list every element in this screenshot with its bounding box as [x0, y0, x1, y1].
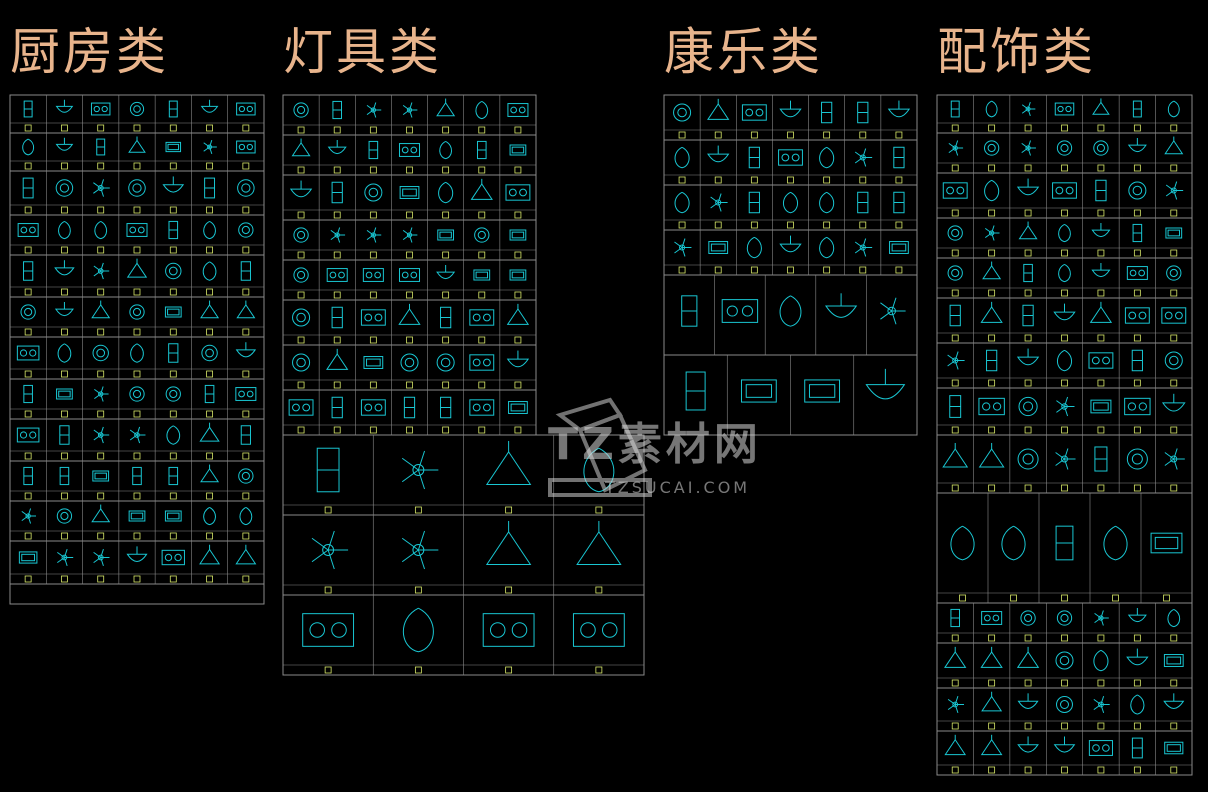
sheet-recreation-lower: [664, 355, 917, 436]
sheet-lighting-large: [282, 434, 645, 676]
watermark-domain: TZSUCAI.COM: [605, 478, 751, 497]
category-title-kitchen: 厨房类: [10, 23, 169, 81]
sheet-recreation: [663, 94, 918, 436]
watermark-brand: TZ素材网: [548, 419, 762, 470]
sheet-kitchen: [9, 94, 265, 605]
category-title-lighting: 灯具类: [283, 23, 442, 81]
sheet-accessories: [936, 94, 1193, 436]
sheet-accessories-trees: [936, 602, 1193, 776]
watermark-logo-icon: [548, 397, 652, 497]
category-title-accessories: 配饰类: [937, 23, 1096, 81]
sheet-recreation-lower: [664, 275, 917, 356]
category-title-recreation: 康乐类: [664, 23, 823, 81]
sheet-accessories-plants: [936, 434, 1193, 604]
sheet-lighting: [282, 94, 537, 436]
